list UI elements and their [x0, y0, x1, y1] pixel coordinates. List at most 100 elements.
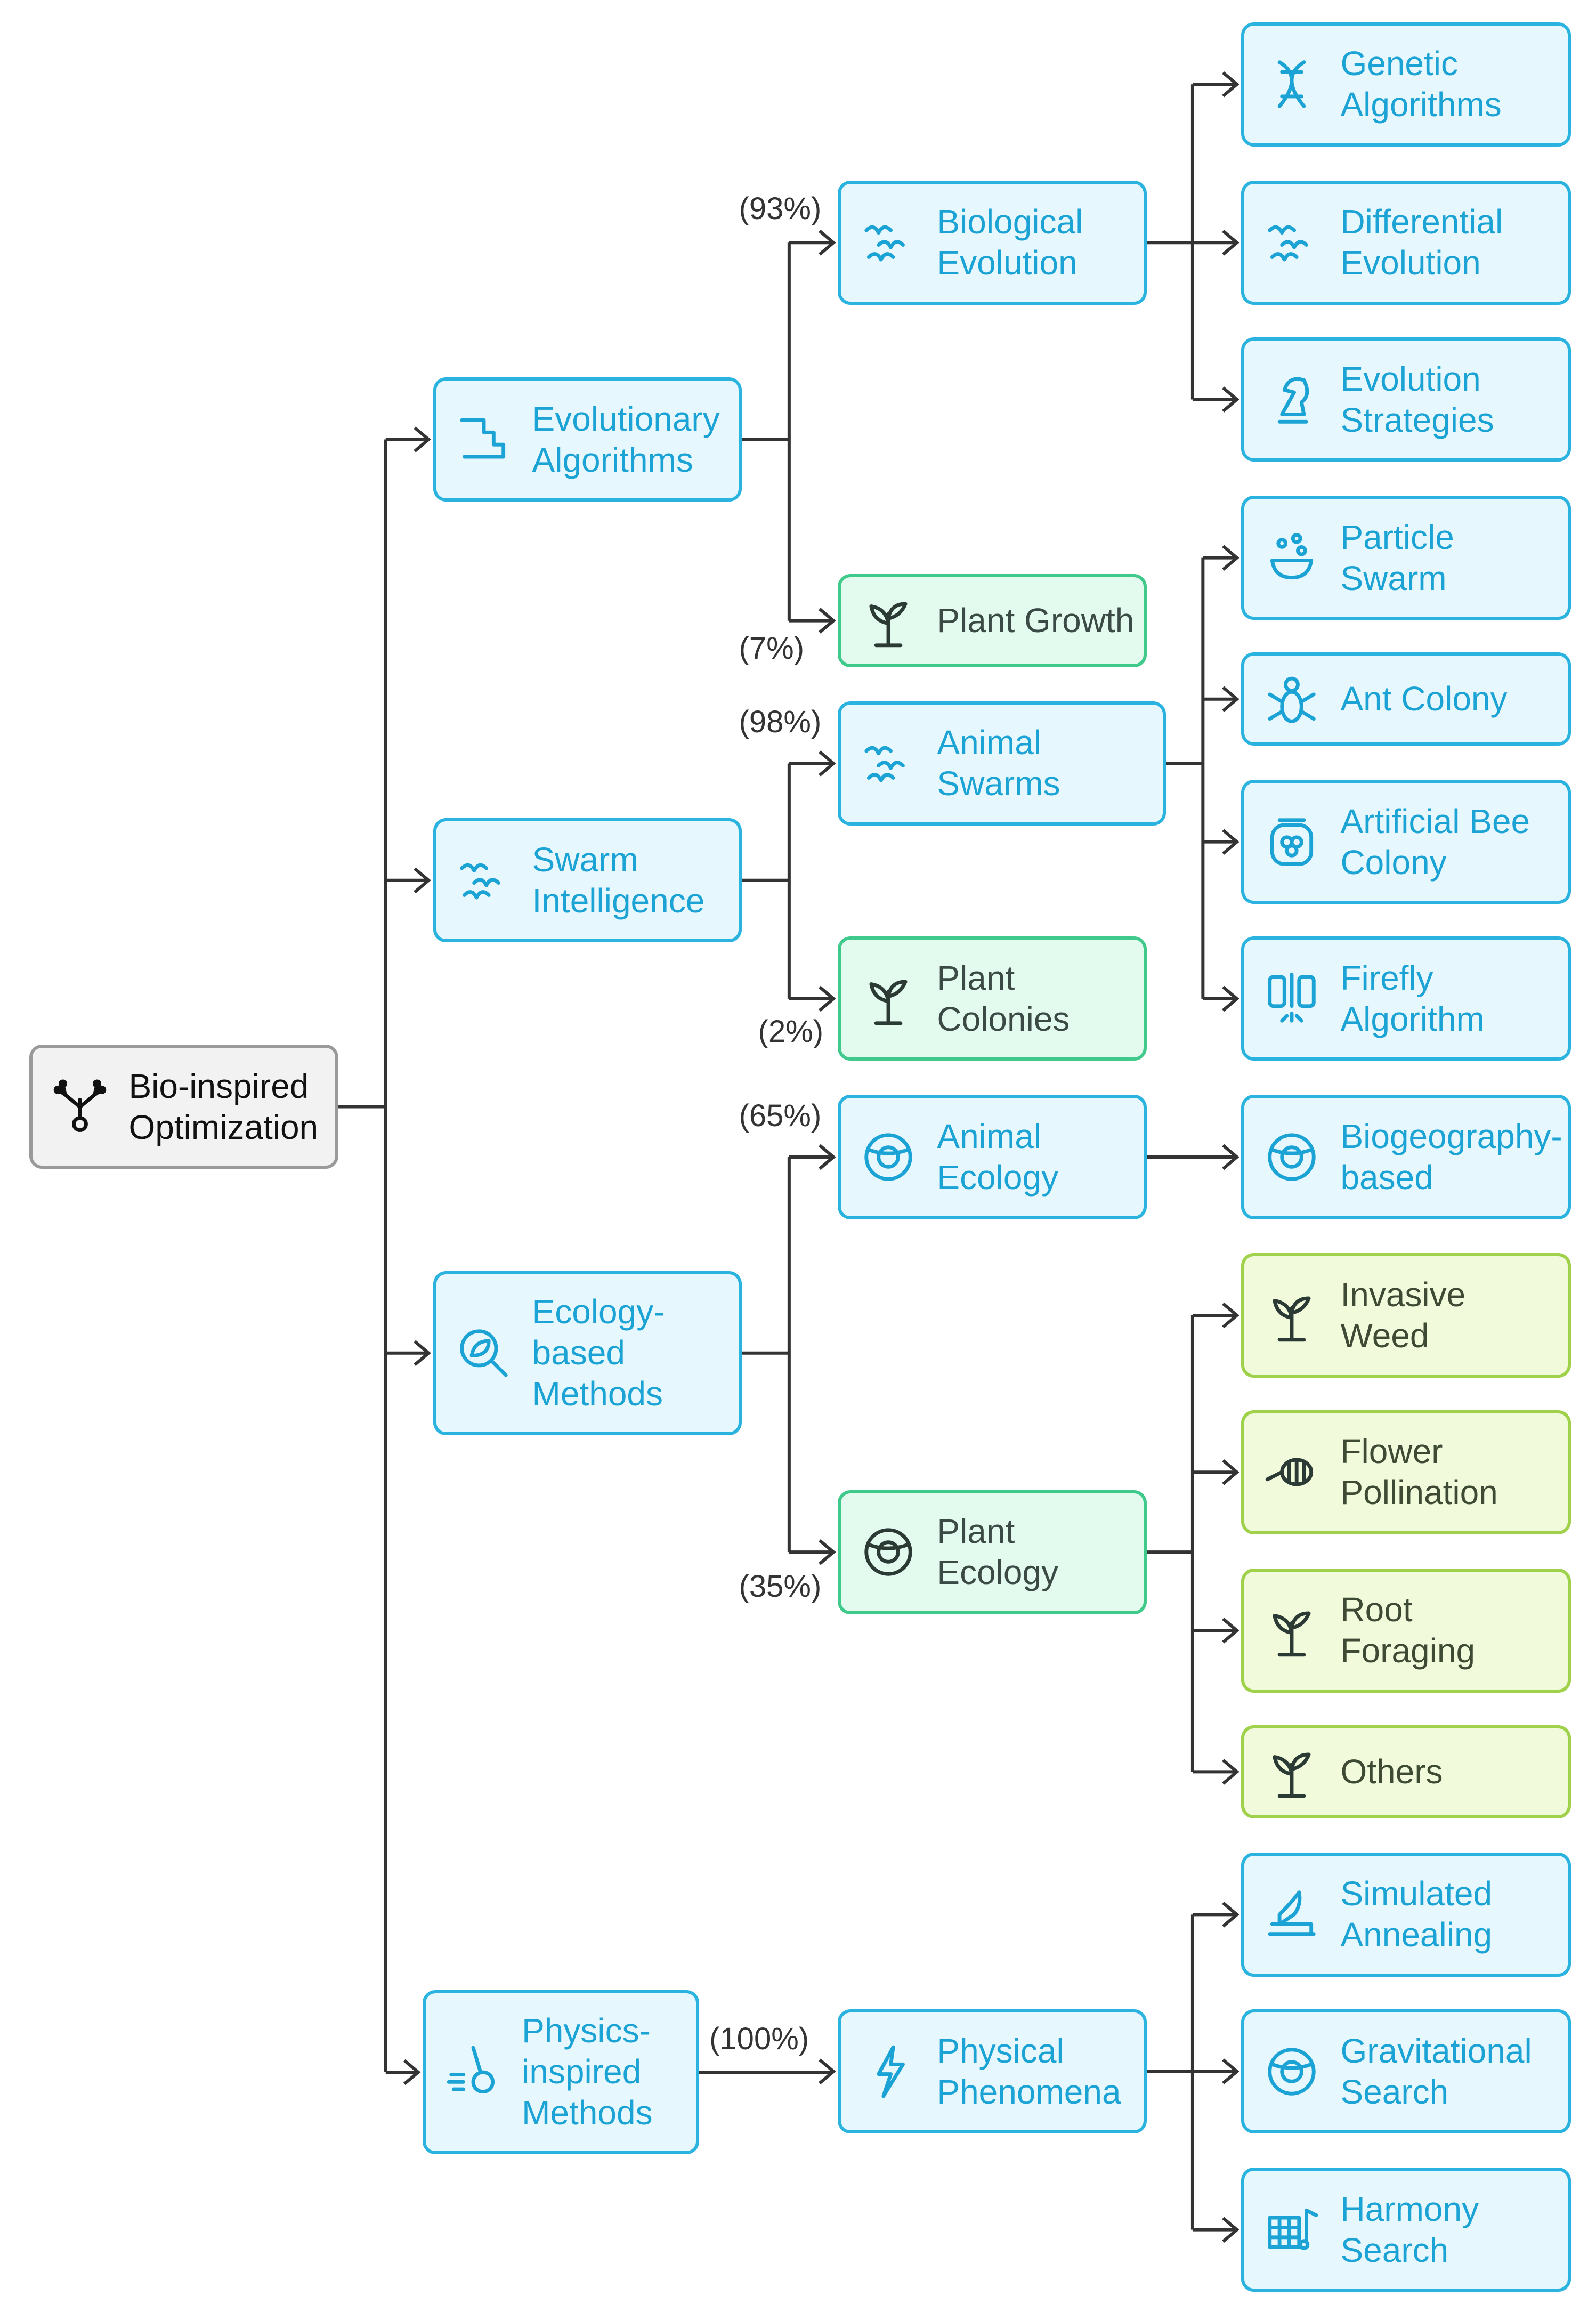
- leaf-magnifier-icon: [455, 1324, 513, 1383]
- leaf-node-10[interactable]: Root Foraging: [1241, 1568, 1571, 1693]
- category-node-2-label: Ecology- based Methods: [532, 1292, 665, 1413]
- subcategory-node-1[interactable]: Plant Growth: [838, 574, 1147, 668]
- percent-label-3: (2%): [758, 1014, 824, 1049]
- leaf-node-6-label: Firefly Algorithm: [1340, 958, 1485, 1038]
- leaf-node-1[interactable]: Differential Evolution: [1241, 180, 1571, 305]
- subcategory-node-6[interactable]: Physical Phenomena: [838, 2009, 1147, 2134]
- leaf-node-9[interactable]: Flower Pollination: [1241, 1410, 1571, 1534]
- grass-icon: [859, 969, 918, 1028]
- subcategory-node-4-label: Animal Ecology: [937, 1117, 1059, 1197]
- arrow-leaf-11: [1222, 1759, 1239, 1785]
- percent-label-5: (35%): [739, 1569, 822, 1604]
- percent-label-4: (65%): [739, 1098, 822, 1133]
- leaf-node-11[interactable]: Others: [1241, 1725, 1571, 1818]
- bird-icon: [1262, 213, 1321, 272]
- leaf-node-5[interactable]: Artificial Bee Colony: [1241, 780, 1571, 904]
- leaf-node-7-label: Biogeography- based: [1340, 1117, 1562, 1197]
- arrow-leaf-0: [1222, 71, 1239, 98]
- subcategory-node-3[interactable]: Plant Colonies: [838, 936, 1147, 1061]
- leaf-node-10-label: Root Foraging: [1340, 1590, 1476, 1670]
- leaf-node-13[interactable]: Gravitational Search: [1241, 2009, 1571, 2134]
- plants-icon: [1262, 1742, 1321, 1801]
- category-node-3-label: Physics- inspired Methods: [522, 2011, 653, 2132]
- globe-icon: [1262, 1128, 1321, 1186]
- bee-flower-icon: [1262, 1443, 1321, 1501]
- arrow-leaf-3: [1222, 545, 1239, 571]
- root-node[interactable]: Bio-inspired Optimization: [29, 1044, 339, 1169]
- arrow-leaf-2: [1222, 386, 1239, 413]
- leaf-node-11-label: Others: [1340, 1752, 1443, 1791]
- arrow-sub-5: [819, 1539, 836, 1565]
- arrow-leaf-5: [1222, 829, 1239, 855]
- subcategory-node-0[interactable]: Biological Evolution: [838, 180, 1147, 305]
- arrow-leaf-4: [1222, 686, 1239, 713]
- arrow-leaf-12: [1222, 1902, 1239, 1928]
- arrow-leaf-14: [1222, 2217, 1239, 2243]
- leaf-node-12[interactable]: Simulated Annealing: [1241, 1852, 1571, 1977]
- arrow-sub-6: [819, 2058, 836, 2084]
- subcategory-node-4[interactable]: Animal Ecology: [838, 1095, 1147, 1219]
- arrow-leaf-8: [1222, 1302, 1239, 1329]
- category-node-2[interactable]: Ecology- based Methods: [433, 1271, 742, 1435]
- root-icon: [1262, 1601, 1321, 1660]
- insects-icon: [859, 734, 918, 793]
- leaf-node-12-label: Simulated Annealing: [1340, 1874, 1493, 1954]
- percent-label-2: (98%): [739, 705, 822, 740]
- subcategory-node-2-label: Animal Swarms: [937, 723, 1060, 803]
- leaf-node-0-label: Genetic Algorithms: [1340, 44, 1502, 124]
- leaf-node-1-label: Differential Evolution: [1340, 203, 1503, 282]
- category-node-0-label: Evolutionary Algorithms: [532, 399, 720, 479]
- arrow-leaf-10: [1222, 1618, 1239, 1644]
- arrow-sub-2: [819, 750, 836, 777]
- leaf-node-6[interactable]: Firefly Algorithm: [1241, 936, 1571, 1061]
- music-grid-icon: [1262, 2201, 1321, 2259]
- subcategory-node-6-label: Physical Phenomena: [937, 2031, 1121, 2111]
- weed-icon: [1262, 1286, 1321, 1345]
- leaf-node-0[interactable]: Genetic Algorithms: [1241, 22, 1571, 147]
- subcategory-node-1-label: Plant Growth: [937, 601, 1135, 640]
- subcategory-node-2[interactable]: Animal Swarms: [838, 701, 1166, 826]
- leaf-node-4-label: Ant Colony: [1340, 680, 1508, 718]
- leaf-node-5-label: Artificial Bee Colony: [1340, 802, 1530, 882]
- arrow-sub-0: [819, 229, 836, 256]
- leaf-node-7[interactable]: Biogeography- based: [1241, 1095, 1571, 1219]
- arrow-leaf-6: [1222, 985, 1239, 1012]
- furnace-icon: [1262, 1885, 1321, 1944]
- arrow-leaf-13: [1222, 2058, 1239, 2084]
- leaf-node-8-label: Invasive Weed: [1340, 1275, 1466, 1355]
- leaf-node-2[interactable]: Evolution Strategies: [1241, 337, 1571, 462]
- dna-icon: [1262, 55, 1321, 114]
- arrow-cat-3: [403, 2059, 421, 2085]
- subcategory-node-3-label: Plant Colonies: [937, 958, 1070, 1038]
- leaf-node-4[interactable]: Ant Colony: [1241, 652, 1571, 746]
- leaf-node-14-label: Harmony Search: [1340, 2189, 1479, 2269]
- leaf-node-9-label: Flower Pollination: [1340, 1432, 1498, 1512]
- arrow-leaf-9: [1222, 1459, 1239, 1485]
- leaf-node-13-label: Gravitational Search: [1340, 2031, 1532, 2111]
- arrow-sub-3: [819, 985, 836, 1012]
- leaf-node-3[interactable]: Particle Swarm: [1241, 496, 1571, 620]
- gravity-icon: [1262, 2042, 1321, 2101]
- subcategory-node-5[interactable]: Plant Ecology: [838, 1490, 1147, 1614]
- tree-network-icon: [51, 1078, 109, 1136]
- arrow-sub-1: [819, 608, 836, 634]
- chess-knight-icon: [1262, 370, 1321, 429]
- category-node-1[interactable]: Swarm Intelligence: [433, 818, 742, 943]
- plant-globe-icon: [859, 1523, 918, 1581]
- honey-jar-icon: [1262, 813, 1321, 871]
- sprout-icon: [859, 592, 918, 650]
- ant-icon: [1262, 670, 1321, 729]
- particles-bowl-icon: [1262, 529, 1321, 587]
- category-node-3[interactable]: Physics- inspired Methods: [423, 1990, 699, 2155]
- firefly-icon: [1262, 969, 1321, 1028]
- category-node-0[interactable]: Evolutionary Algorithms: [433, 377, 742, 502]
- leaf-node-3-label: Particle Swarm: [1340, 518, 1454, 597]
- leaf-node-14[interactable]: Harmony Search: [1241, 2168, 1571, 2292]
- percent-label-6: (100%): [709, 2022, 809, 2057]
- leaf-node-8[interactable]: Invasive Weed: [1241, 1253, 1571, 1378]
- birds-icon: [859, 213, 918, 272]
- globe-animal-icon: [859, 1128, 918, 1186]
- category-node-1-label: Swarm Intelligence: [532, 840, 705, 920]
